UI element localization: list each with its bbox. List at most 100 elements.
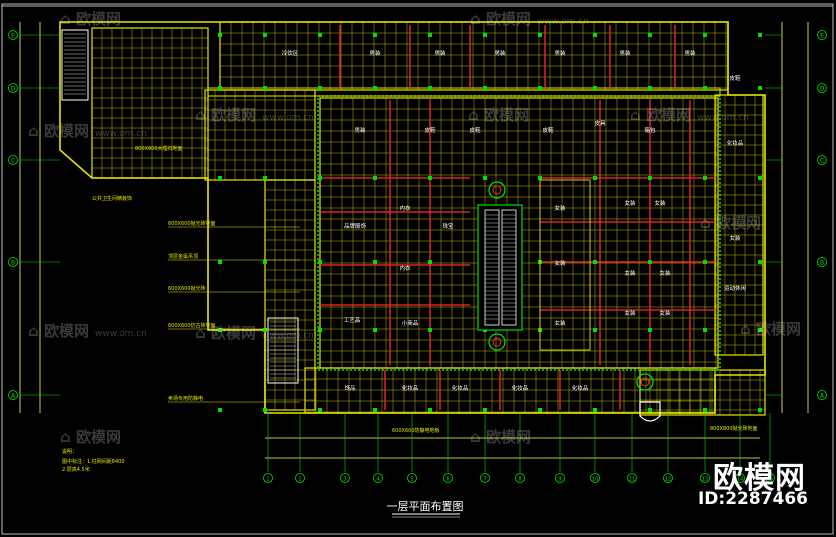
atrium-edge bbox=[539, 179, 591, 351]
annotation-text: 2.层高4.5米 bbox=[62, 466, 90, 473]
annotation-text: 600X600抛光砖 bbox=[168, 285, 206, 292]
room-label: 化妆品 bbox=[402, 384, 419, 392]
column-mark bbox=[483, 408, 487, 412]
column-mark bbox=[538, 408, 542, 412]
column-mark bbox=[593, 33, 597, 37]
axis-bubble bbox=[817, 390, 827, 400]
floor-medallion-inner bbox=[640, 377, 650, 387]
column-mark bbox=[538, 33, 542, 37]
stair-steps bbox=[270, 321, 296, 379]
room-label: 男装 bbox=[554, 49, 566, 57]
column-mark bbox=[318, 260, 322, 264]
axis-bubble bbox=[8, 257, 18, 267]
axis-label: 11 bbox=[629, 477, 635, 483]
drawing-title: 一层平面布置图 bbox=[387, 500, 464, 513]
floor-medallion bbox=[488, 333, 506, 351]
column-mark bbox=[758, 408, 762, 412]
axis-label: D bbox=[820, 86, 825, 93]
axis-bubble bbox=[8, 30, 18, 40]
column-mark bbox=[218, 86, 222, 90]
axis-bubble bbox=[817, 83, 827, 93]
column-mark bbox=[428, 408, 432, 412]
axis-label: C bbox=[11, 158, 15, 165]
stair-steps bbox=[64, 33, 86, 95]
axis-bubble bbox=[817, 257, 827, 267]
axis-label: E bbox=[820, 33, 824, 40]
column-mark bbox=[703, 260, 707, 264]
watermark-brand: 欧模网 bbox=[483, 106, 529, 124]
column-mark bbox=[538, 86, 542, 90]
room-label: 冷饮区 bbox=[282, 49, 299, 57]
room-label: 皮鞋 bbox=[729, 74, 741, 82]
annotation-text: 卖场专用防静电 bbox=[168, 395, 203, 402]
room-label: 箱包 bbox=[644, 126, 656, 134]
column-mark bbox=[263, 260, 267, 264]
escalator-right bbox=[501, 209, 517, 326]
watermark-brand: 欧模网 bbox=[43, 322, 89, 340]
axis-label: 8 bbox=[518, 477, 521, 483]
column-mark bbox=[703, 33, 707, 37]
axis-bubble bbox=[480, 473, 490, 483]
axis-bubble bbox=[340, 473, 350, 483]
column-mark bbox=[703, 86, 707, 90]
annotation-text: 600X600仿古砖地面 bbox=[168, 322, 216, 329]
watermark: ⌂ 欧模网 bbox=[740, 320, 801, 338]
grid-lines bbox=[92, 28, 208, 178]
axis-bubble bbox=[817, 155, 827, 165]
column-mark bbox=[428, 33, 432, 37]
axis-label: 12 bbox=[665, 477, 671, 483]
column-mark bbox=[218, 176, 222, 180]
room-label: 化妆品 bbox=[727, 139, 744, 147]
floor-medallion-inner bbox=[492, 185, 502, 195]
column-mark bbox=[218, 33, 222, 37]
axis-bubble bbox=[8, 390, 18, 400]
axis-label: E bbox=[11, 33, 15, 40]
axis-bubble bbox=[515, 473, 525, 483]
axis-label: 9 bbox=[558, 477, 561, 483]
room-label: 女装 bbox=[624, 309, 636, 317]
column-mark bbox=[373, 86, 377, 90]
axis-bubble bbox=[407, 473, 417, 483]
column-mark bbox=[593, 260, 597, 264]
brand-logo: 欧模网 bbox=[713, 461, 806, 496]
axis-bubble bbox=[263, 473, 273, 483]
watermark-site: www.om.cn bbox=[94, 129, 147, 139]
column-mark bbox=[263, 176, 267, 180]
column-mark bbox=[428, 260, 432, 264]
annotation-text: 说明： bbox=[62, 448, 77, 455]
annotation-text: 600X600防静电地板 bbox=[392, 427, 440, 434]
grid-lines bbox=[640, 370, 765, 415]
axis-bubble bbox=[555, 473, 565, 483]
annotation-text: 600X600抛光砖地面 bbox=[168, 220, 216, 227]
column-mark bbox=[758, 33, 762, 37]
axis-label: 3 bbox=[343, 477, 346, 483]
watermark-brand: 欧模网 bbox=[43, 122, 89, 140]
axis-label: B bbox=[820, 260, 824, 267]
room-label: 珠宝 bbox=[442, 222, 454, 230]
floor-medallion bbox=[488, 181, 506, 199]
column-mark bbox=[318, 408, 322, 412]
room-label: 运动休闲 bbox=[724, 284, 747, 292]
room-label: 品牌服饰 bbox=[344, 222, 367, 230]
axis-bubble bbox=[8, 83, 18, 93]
watermark-brand: 欧模网 bbox=[485, 428, 531, 446]
column-mark bbox=[263, 328, 267, 332]
column-mark bbox=[538, 176, 542, 180]
annotation-text: 800X800抛光砖地面 bbox=[710, 425, 758, 432]
room-label: 男装 bbox=[684, 49, 696, 57]
column-mark bbox=[758, 176, 762, 180]
column-mark bbox=[428, 176, 432, 180]
room-label: 化妆品 bbox=[452, 384, 469, 392]
column-mark bbox=[593, 86, 597, 90]
building-outline bbox=[59, 21, 766, 414]
watermark-site: www.om.cn bbox=[536, 17, 589, 27]
column-mark bbox=[758, 328, 762, 332]
axis-bubble bbox=[590, 473, 600, 483]
column-mark bbox=[758, 86, 762, 90]
watermark-brand: 欧模网 bbox=[645, 106, 691, 124]
room-label: 男装 bbox=[354, 126, 366, 134]
watermark-brand: 欧模网 bbox=[755, 320, 801, 338]
room-label: 女装 bbox=[554, 259, 566, 267]
